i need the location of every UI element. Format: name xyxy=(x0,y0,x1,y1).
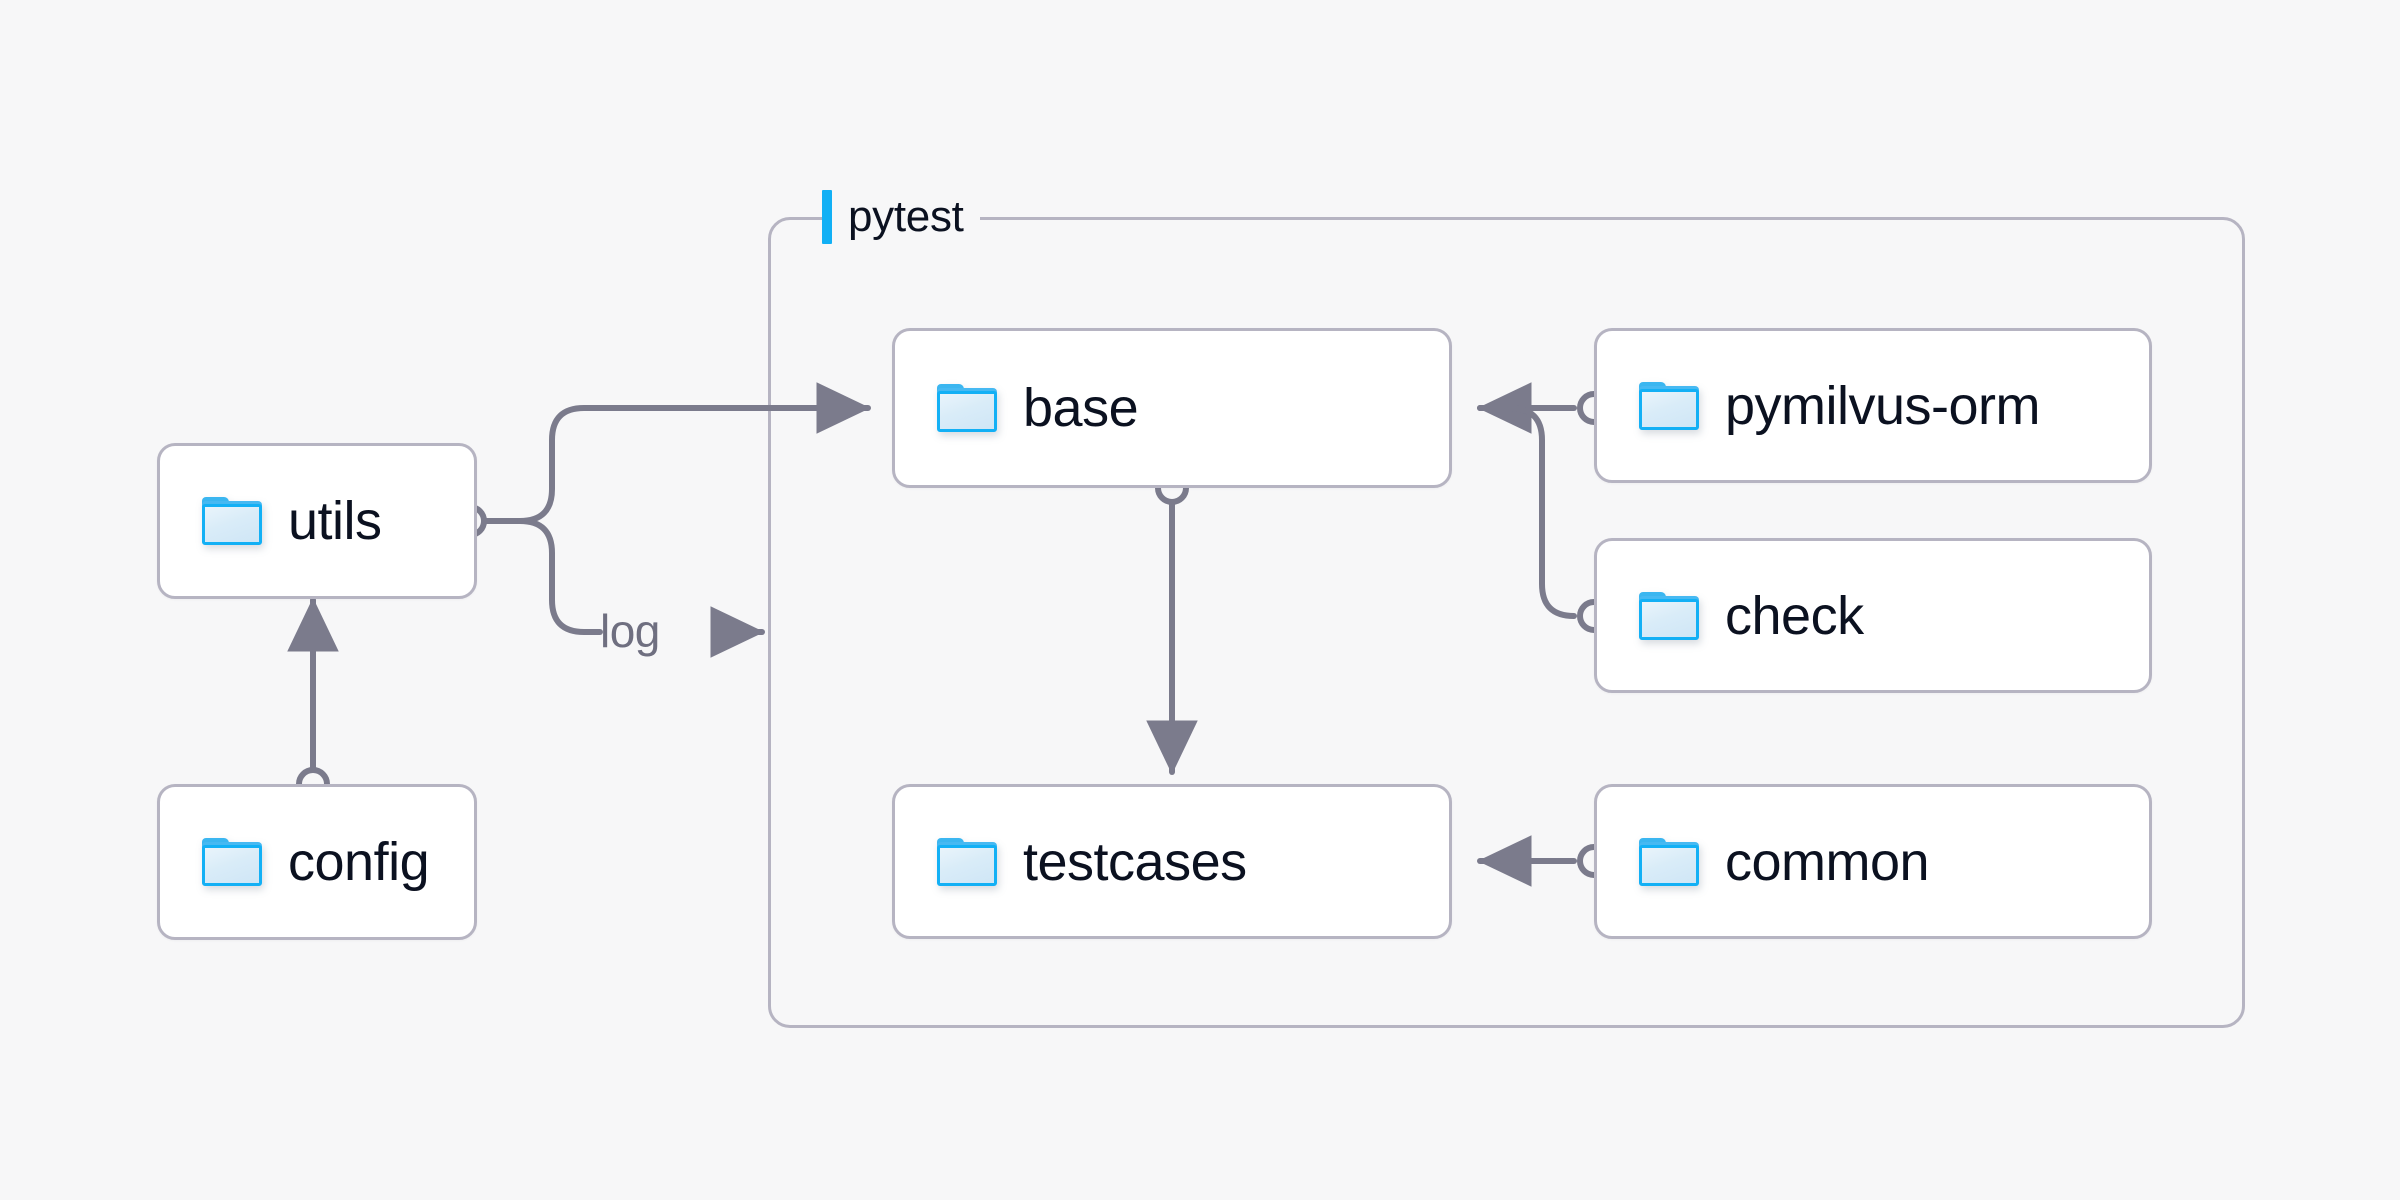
group-label-text: pytest xyxy=(848,192,964,241)
node-label-utils: utils xyxy=(288,491,382,551)
wire-check-to-base xyxy=(1477,405,1577,619)
node-config[interactable]: config xyxy=(157,784,477,940)
node-label-config: config xyxy=(288,832,430,892)
node-label-pymilvus-orm: pymilvus-orm xyxy=(1725,375,2041,436)
folder-icon xyxy=(937,384,997,432)
folder-icon xyxy=(202,838,262,886)
folder-icon xyxy=(202,497,262,545)
node-label-testcases: testcases xyxy=(1023,831,1247,892)
folder-icon xyxy=(1639,837,1699,886)
node-common[interactable]: common xyxy=(1594,784,2152,939)
node-label-check: check xyxy=(1725,585,1864,646)
node-label-common: common xyxy=(1725,831,1930,892)
group-container-pytest xyxy=(768,217,2245,1028)
node-pymilvus-orm[interactable]: pymilvus-orm xyxy=(1594,328,2152,483)
folder-icon xyxy=(1639,381,1699,430)
node-utils[interactable]: utils xyxy=(157,443,477,599)
wire-utils-to-base xyxy=(517,382,871,524)
group-label-pytest: pytest xyxy=(822,190,980,244)
node-check[interactable]: check xyxy=(1594,538,2152,693)
folder-icon xyxy=(1639,591,1699,640)
edge-label-log: log xyxy=(600,605,660,657)
node-testcases[interactable]: testcases xyxy=(892,784,1452,939)
group-accent-bar xyxy=(822,190,832,244)
wire-utils-to-log xyxy=(517,518,603,635)
node-base[interactable]: base xyxy=(892,328,1452,488)
folder-icon xyxy=(937,837,997,886)
node-label-base: base xyxy=(1023,378,1139,438)
